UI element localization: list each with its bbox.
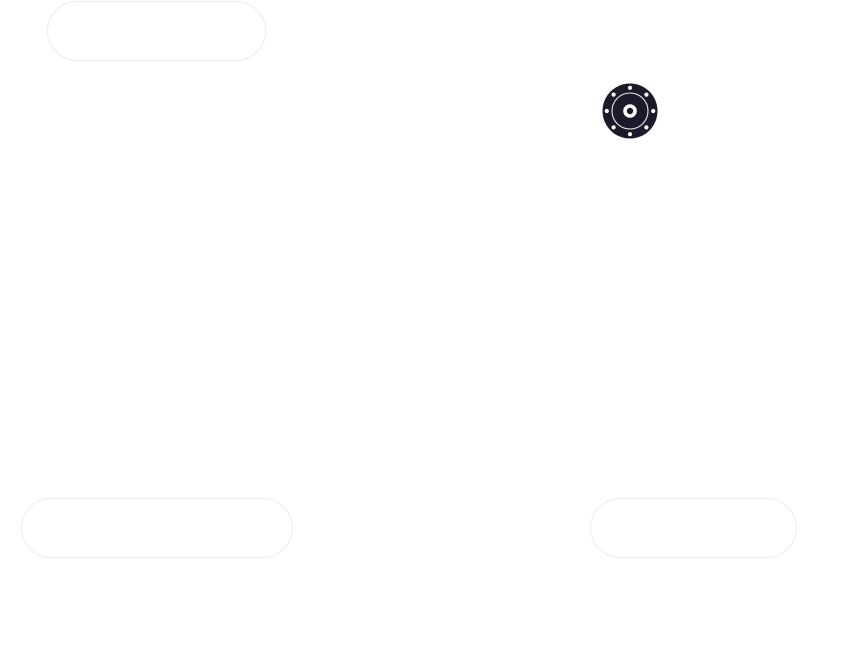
- top-left-pill-button[interactable]: [47, 1, 266, 61]
- camera-lens-icon-graphic: [602, 83, 658, 139]
- bottom-right-pill-button[interactable]: [590, 498, 797, 558]
- camera-lens-icon[interactable]: [602, 83, 658, 139]
- bottom-left-pill-button[interactable]: [21, 498, 293, 558]
